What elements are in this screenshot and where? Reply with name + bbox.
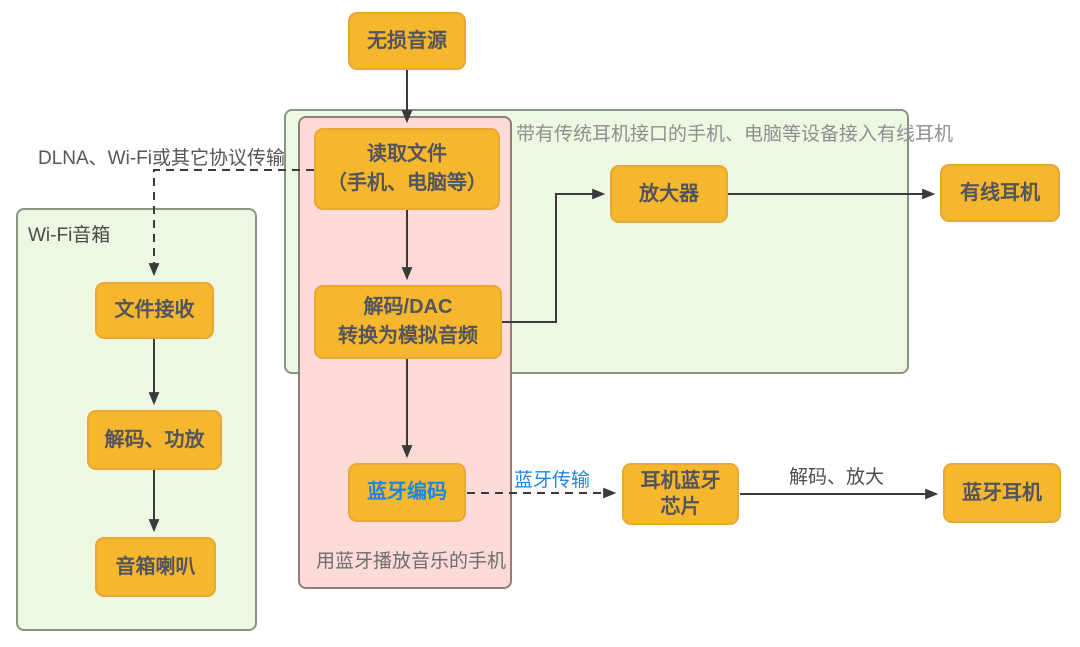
node-decode-dac-line1: 解码/DAC: [363, 296, 453, 318]
node-file-receive-label: 文件接收: [114, 299, 195, 321]
node-read-file: 读取文件 （手机、电脑等）: [314, 128, 500, 210]
region-wired-device-caption: 带有传统耳机接口的手机、电脑等设备接入有线耳机: [516, 124, 954, 145]
edge-label-dlna-wifi: DLNA、Wi-Fi或其它协议传输: [38, 148, 285, 169]
node-amplifier-label: 放大器: [639, 182, 699, 205]
node-headphone-bt-chip-line2: 芯片: [660, 496, 701, 518]
node-decode-power-amp: 解码、功放: [87, 410, 222, 470]
node-decode-dac-line2: 转换为模拟音频: [338, 325, 478, 347]
node-headphone-bt-chip: 耳机蓝牙 芯片: [622, 463, 739, 525]
node-headphone-bt-chip-line1: 耳机蓝牙: [640, 470, 721, 492]
node-bluetooth-encode-label: 蓝牙编码: [367, 481, 447, 503]
node-read-file-line2: （手机、电脑等）: [327, 172, 487, 194]
node-read-file-line1: 读取文件: [367, 143, 447, 165]
edge-label-bluetooth-transfer: 蓝牙传输: [514, 470, 591, 491]
region-wifi-speaker-caption: Wi-Fi音箱: [28, 225, 111, 246]
node-bluetooth-headphone: 蓝牙耳机: [943, 463, 1061, 523]
node-decode-dac: 解码/DAC 转换为模拟音频: [314, 285, 502, 359]
node-wired-headphone: 有线耳机: [940, 164, 1060, 222]
node-file-receive: 文件接收: [95, 282, 214, 339]
node-lossless-source-label: 无损音源: [367, 29, 447, 52]
node-decode-power-amp-label: 解码、功放: [104, 428, 205, 451]
node-bluetooth-encode: 蓝牙编码: [348, 463, 466, 522]
node-amplifier: 放大器: [610, 165, 728, 223]
edge-label-decode-amplify: 解码、放大: [789, 467, 885, 488]
node-speaker-driver-label: 音箱喇叭: [115, 555, 196, 578]
node-lossless-source: 无损音源: [348, 12, 466, 70]
node-bluetooth-headphone-label: 蓝牙耳机: [962, 481, 1042, 504]
region-bluetooth-phone-caption: 用蓝牙播放音乐的手机: [316, 551, 507, 572]
node-speaker-driver: 音箱喇叭: [95, 537, 216, 597]
node-wired-headphone-label: 有线耳机: [960, 181, 1040, 204]
